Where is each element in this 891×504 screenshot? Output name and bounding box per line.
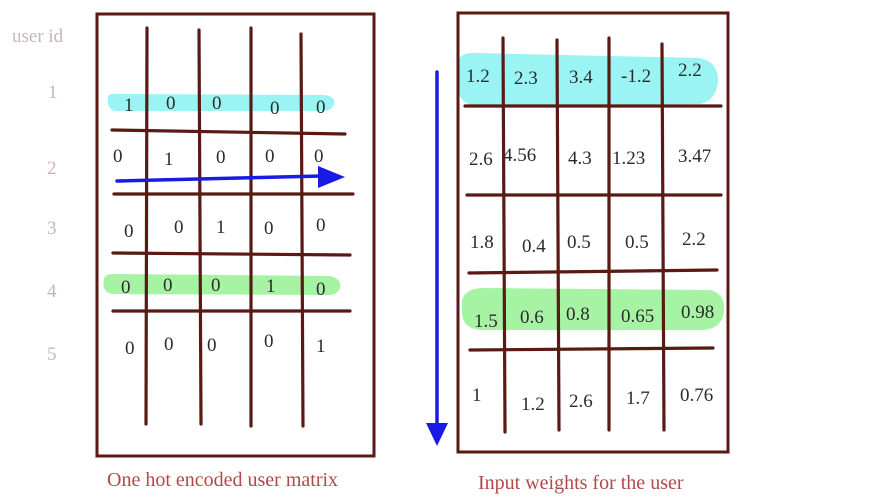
matrix-cell: 1 — [472, 385, 482, 406]
matrix-cell: 0 — [163, 275, 173, 296]
matrix-cell: 0 — [113, 146, 123, 167]
matrix-cell: 0.5 — [625, 232, 649, 253]
matrix-cell: -1.2 — [621, 66, 651, 87]
matrix-cell: 1.8 — [470, 232, 494, 253]
matrix-cell: 4.56 — [503, 145, 536, 166]
matrix-cell: 0 — [316, 279, 326, 300]
matrix-cell: 1 — [164, 149, 174, 170]
matrix-cell: 0 — [166, 93, 176, 114]
matrix-cell: 1.7 — [626, 388, 650, 409]
matrix-cell: 1 — [266, 276, 276, 297]
matrix-cell: 0 — [124, 221, 134, 242]
highlight-user-4-weights — [462, 288, 725, 330]
matrix-cell: 2.6 — [569, 391, 593, 412]
matrix-cell: 0 — [125, 338, 135, 359]
matrix-cell: 1 — [124, 95, 134, 116]
matrix-cell: 3.47 — [678, 146, 711, 167]
matrix-cell: 0 — [164, 334, 174, 355]
matrix-cell: 1.2 — [521, 394, 545, 415]
matrix-cell: 1.5 — [474, 311, 498, 332]
matrix-cell: 0 — [264, 331, 274, 352]
matrix-cell: 0 — [265, 146, 275, 167]
matrix-cell: 0 — [212, 93, 222, 114]
user-id-label: 2 — [47, 158, 57, 179]
matrix-cell: 2.3 — [514, 68, 538, 89]
matrix-cell: 0 — [270, 98, 280, 119]
user-id-label: 4 — [47, 281, 57, 302]
matrix-cell: 0.65 — [621, 306, 654, 327]
row-arrow — [115, 166, 345, 188]
matrix-cell: 0 — [211, 275, 221, 296]
matrix-cell: 4.3 — [568, 148, 592, 169]
weights-grid-lines — [463, 36, 723, 434]
matrix-cell: 0.98 — [681, 302, 714, 323]
user-id-label: 1 — [48, 82, 58, 103]
matrix-cell: 2.6 — [469, 149, 493, 170]
matrix-cell: 0.6 — [520, 307, 544, 328]
matrix-cell: 0 — [316, 97, 326, 118]
matrix-cell: 1 — [216, 217, 226, 238]
weights-matrix-caption: Input weights for the user — [478, 472, 684, 494]
matrix-cell: 0.5 — [567, 232, 591, 253]
highlight-user-1-weights — [458, 52, 718, 106]
matrix-cell: 2.2 — [682, 229, 706, 250]
lookup-arrow — [426, 70, 448, 446]
matrix-cell: 0.8 — [566, 304, 590, 325]
matrix-cell: 1 — [316, 336, 326, 357]
matrix-cell: 0 — [216, 147, 226, 168]
matrix-cell: 0 — [314, 146, 324, 167]
matrix-cell: 2.2 — [678, 60, 702, 81]
user-id-label: 5 — [47, 344, 57, 365]
user-id-label: 3 — [47, 218, 57, 239]
matrix-cell: 1.23 — [612, 148, 645, 169]
matrix-cell: 3.4 — [569, 67, 593, 88]
highlight-user-4-onehot — [103, 273, 341, 296]
highlight-user-1-onehot — [107, 93, 335, 111]
matrix-cell: 0 — [316, 215, 326, 236]
matrix-cell: 0 — [207, 335, 217, 356]
onehot-matrix-frame — [95, 12, 376, 458]
onehot-matrix-caption: One hot encoded user matrix — [107, 469, 338, 491]
matrix-cell: 0.4 — [522, 236, 546, 257]
weights-cells: 1.2 2.3 3.4 -1.2 2.2 2.6 4.56 4.3 1.23 3… — [466, 60, 714, 415]
matrix-cell: 0 — [121, 277, 131, 298]
matrix-cell: 0.76 — [680, 385, 713, 406]
user-id-header: user id — [12, 26, 64, 47]
matrix-cell: 1.2 — [466, 66, 490, 87]
matrix-cell: 0 — [264, 218, 274, 239]
onehot-cells: 1 0 0 0 0 0 1 0 0 0 0 0 1 0 0 0 0 0 1 0 … — [113, 93, 326, 359]
onehot-grid-lines — [110, 26, 355, 428]
weights-matrix-frame — [456, 11, 730, 454]
matrix-cell: 0 — [174, 217, 184, 238]
